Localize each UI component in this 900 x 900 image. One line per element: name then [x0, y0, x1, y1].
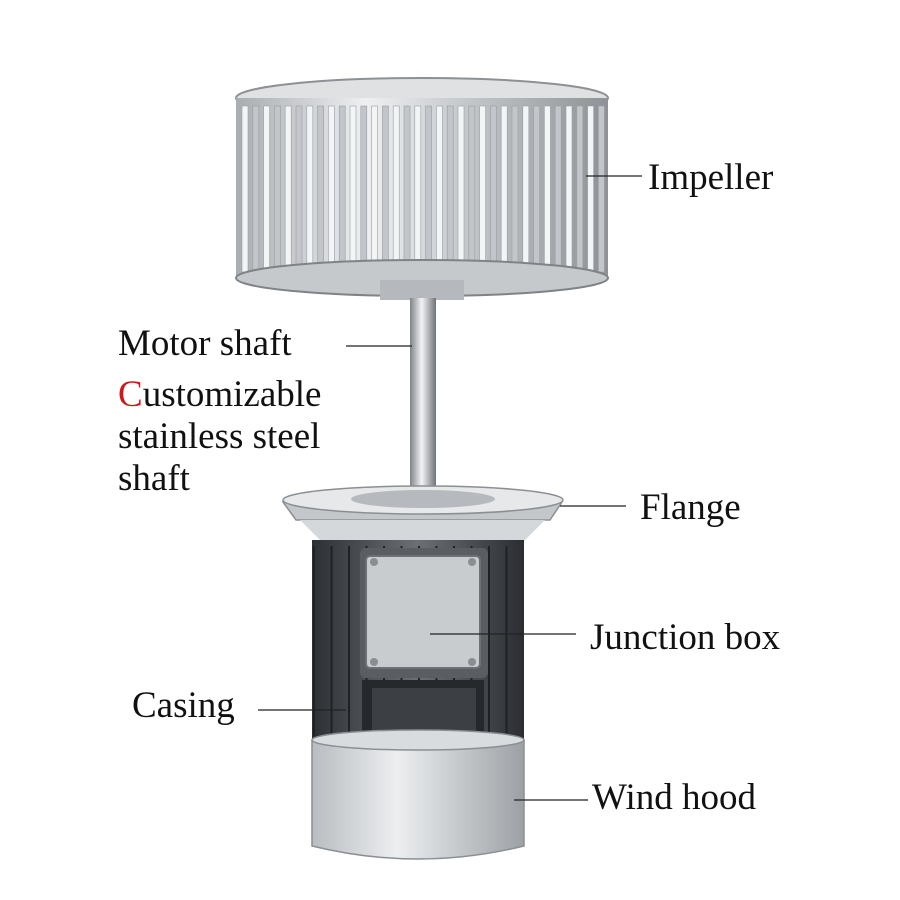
impeller-blade [349, 105, 357, 273]
wind-hood-part [311, 729, 525, 860]
motor-shaft-label: Motor shaft [118, 323, 292, 364]
impeller-blade [263, 105, 270, 273]
shaft-note-line-3: shaft [118, 458, 190, 499]
motor-shaft-part [410, 298, 436, 498]
impeller-blade [360, 105, 368, 273]
impeller-blade [436, 105, 443, 273]
impeller-blade [425, 105, 432, 273]
impeller-blade [511, 105, 519, 273]
impeller-blade [587, 105, 594, 273]
shaft-note: Customizable stainless steel shaft [118, 374, 321, 500]
impeller-blade [371, 105, 378, 273]
junction-box-part [360, 548, 488, 740]
shaft-note-line-1-rest: ustomizable [142, 374, 322, 415]
impeller-blade [576, 105, 584, 273]
impeller-blade [382, 105, 389, 273]
impeller-blade [295, 105, 303, 273]
impeller-blades [241, 105, 605, 273]
impeller-blade [479, 105, 486, 273]
impeller-blade [317, 105, 324, 273]
impeller-blade [403, 105, 411, 273]
impeller-blade [241, 105, 249, 273]
flange-part [281, 485, 564, 545]
impeller-blade [468, 105, 476, 273]
impeller-blade [328, 105, 335, 273]
impeller-blade [306, 105, 314, 273]
impeller-blade [338, 105, 346, 273]
shaft-note-line-2: stainless steel [118, 416, 321, 457]
impeller-blade [252, 105, 260, 273]
impeller-blade [544, 105, 551, 273]
impeller-label: Impeller [648, 157, 774, 198]
impeller-blade [565, 105, 573, 273]
shaft-note-line-1: Customizable [118, 374, 321, 416]
impeller-blade [414, 105, 422, 273]
casing-label: Casing [132, 685, 235, 726]
impeller-blade [554, 105, 562, 273]
impeller-blade [392, 105, 400, 273]
impeller-blade [284, 105, 292, 273]
impeller-blade [522, 105, 530, 273]
shaft-note-accent-letter: C [118, 374, 143, 415]
flange-label: Flange [640, 487, 741, 528]
impeller-blade [274, 105, 281, 273]
wind-hood-label: Wind hood [592, 777, 756, 818]
impeller-blade [500, 105, 508, 273]
impeller-part [235, 77, 609, 300]
impeller-blade [598, 105, 605, 273]
impeller-blade [533, 105, 540, 273]
junction-box-label: Junction box [590, 617, 781, 658]
impeller-blade [457, 105, 465, 273]
impeller-blade [446, 105, 454, 273]
impeller-blade [490, 105, 497, 273]
